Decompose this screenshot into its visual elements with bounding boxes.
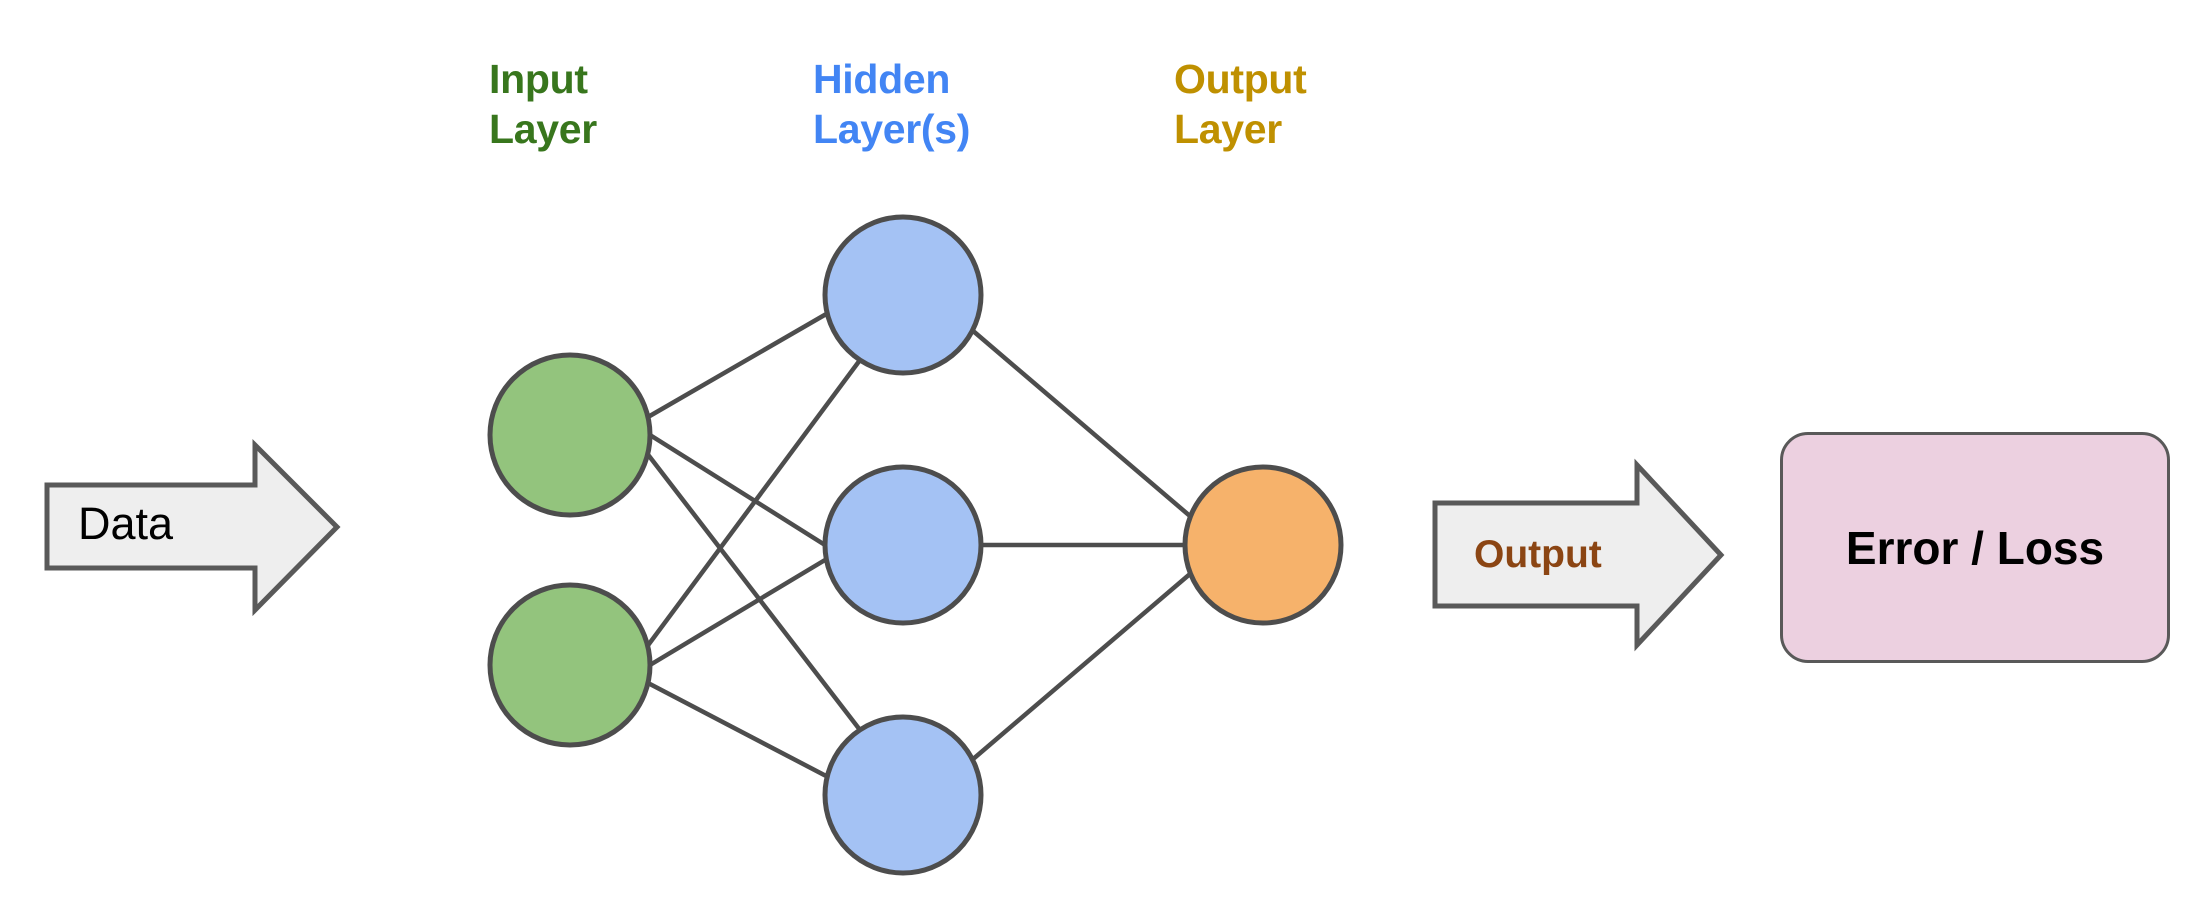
hidden-node-1[interactable] xyxy=(822,214,984,376)
output-arrow-shape xyxy=(1432,458,1725,652)
output-node-1[interactable] xyxy=(1182,464,1344,626)
edge-i2-h2 xyxy=(648,558,827,667)
hidden-layer-nodes xyxy=(822,214,984,876)
hidden-node-3[interactable] xyxy=(822,714,984,876)
hidden-node-2[interactable] xyxy=(822,464,984,626)
input-node-1[interactable] xyxy=(487,352,653,518)
input-layer-nodes xyxy=(487,352,653,748)
edge-i2-h3 xyxy=(646,681,830,779)
output-layer-nodes xyxy=(1182,464,1344,626)
edge-i1-h3 xyxy=(644,450,862,732)
input-layer-caption: Input Layer xyxy=(489,56,597,153)
edge-h3-o1 xyxy=(970,560,1206,762)
edge-h1-o1 xyxy=(970,328,1206,530)
edge-i2-h1 xyxy=(644,358,862,650)
error-loss-label: Error / Loss xyxy=(1845,521,2105,574)
output-layer-caption: Output Layer xyxy=(1174,56,1307,153)
output-arrow-label: Output xyxy=(1474,533,1602,576)
edge-i1-h2 xyxy=(648,433,827,547)
data-arrow-shape xyxy=(44,438,341,617)
edge-group-hidden-output xyxy=(970,328,1206,762)
error-loss-box[interactable]: Error / Loss xyxy=(1780,432,2170,663)
data-arrow-label: Data xyxy=(78,498,174,549)
input-node-2[interactable] xyxy=(487,582,653,748)
edge-i1-h1 xyxy=(646,311,830,419)
hidden-layer-caption: Hidden Layer(s) xyxy=(813,56,971,153)
edge-group-input-hidden xyxy=(644,311,862,779)
